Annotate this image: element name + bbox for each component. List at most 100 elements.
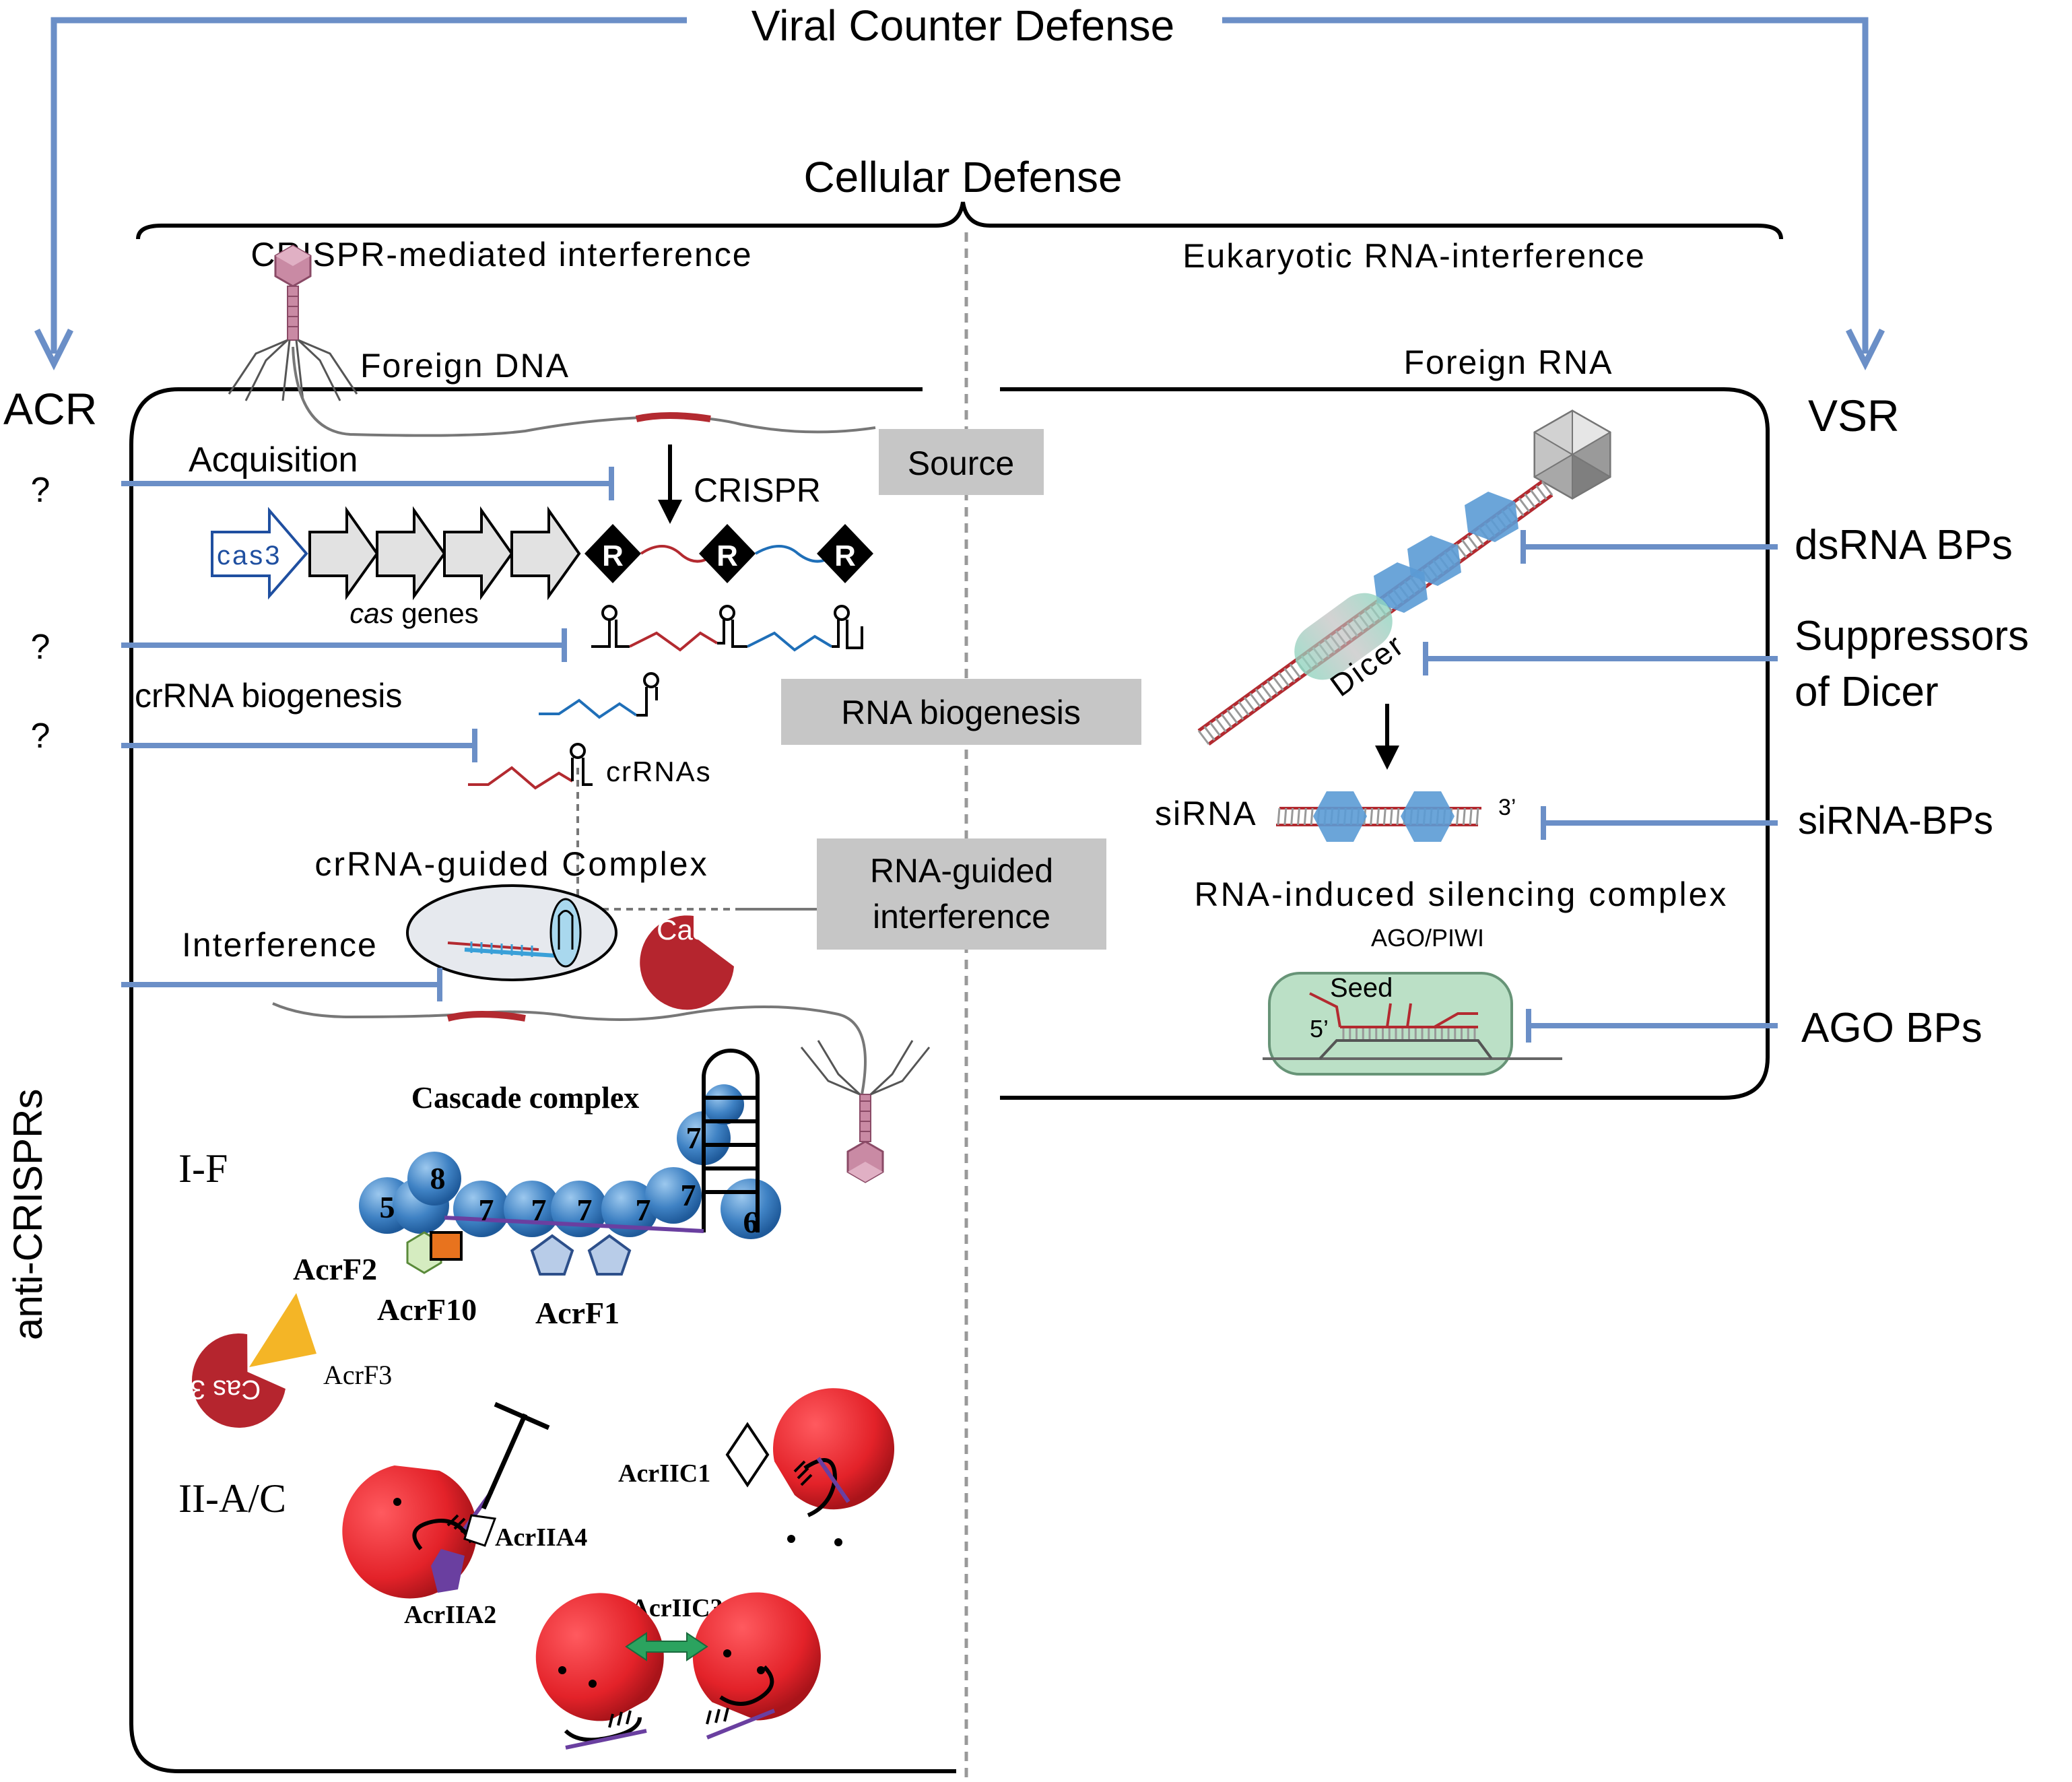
crrna-stem-loop [702, 1049, 760, 1232]
base-pair-tick [1209, 721, 1222, 737]
cas9-acriia4-complex [342, 1401, 550, 1599]
base-pair-tick [1283, 667, 1296, 683]
question-mark-transcription: ? [31, 628, 51, 667]
cascade-subunit [601, 1181, 658, 1237]
cas3-inverted-label: Cas 3 [191, 1375, 261, 1404]
dicer-enzyme [1294, 593, 1393, 680]
base-pair-tick [1376, 807, 1380, 826]
mature-crrna-blue [539, 672, 659, 719]
repeat-diamond [817, 524, 873, 583]
rna-guided-label-line2: interference [873, 898, 1050, 935]
acrf1-shape [530, 1234, 574, 1276]
repeat-letter: R [834, 539, 856, 572]
foreign-dna-strand [292, 346, 876, 437]
acrf1-label: AcrF1 [535, 1296, 620, 1330]
crispr-label: CRISPR [694, 471, 821, 509]
source-box [879, 429, 1044, 495]
cas-gene-arrow [308, 506, 379, 601]
base-pair-tick [1197, 730, 1210, 745]
cas3-protein-label: Cas 3 [657, 914, 731, 946]
base-pair-tick [1310, 807, 1314, 826]
cascade-subunit [704, 1084, 744, 1125]
acriia4-label: AcrIIA4 [495, 1523, 587, 1552]
acquisition-label: Acquisition [189, 440, 358, 480]
heading-crispr-interference: CRISPR-mediated interference [250, 236, 752, 273]
acrf2-label: AcrF2 [293, 1252, 377, 1286]
cas3-gene-arrow [211, 506, 308, 600]
base-pair-tick [1303, 807, 1307, 826]
dsrna-bp-shape [1374, 562, 1428, 613]
acriia2-label: AcrIIA2 [404, 1601, 496, 1629]
sirna-bp-shape [1313, 791, 1367, 842]
dsrna-bp-shape [1465, 492, 1518, 542]
base-pair-tick [1255, 688, 1267, 704]
bacterial-cell-outline [129, 387, 956, 1773]
inhibition-bar [494, 1401, 550, 1430]
base-pair-tick [1249, 692, 1261, 708]
rna-biogenesis-label: RNA biogenesis [841, 694, 1081, 731]
base-pair-tick [1272, 675, 1284, 691]
inhibition-line [481, 1413, 528, 1510]
foreign-dna-label: Foreign DNA [360, 347, 570, 385]
crrnas-label: crRNAs [606, 756, 712, 787]
target-dna-strand [272, 1002, 867, 1095]
rna-guided-interference-box [817, 838, 1106, 950]
vsr-arrowhead [1845, 328, 1885, 371]
base-pair-tick [1456, 807, 1459, 826]
subunit-label: 7 [686, 1121, 702, 1155]
cas3-protein: Cas 3 [640, 914, 734, 1010]
base-pair-tick [1297, 807, 1300, 826]
sirna-bp-shape [1401, 791, 1455, 842]
virus-icon [1533, 409, 1611, 500]
acriic3-arrow [625, 1632, 708, 1661]
risc-label: RNA-induced silencing complex [1195, 876, 1729, 913]
base-pair-tick [1232, 705, 1244, 720]
base-pair-tick [1277, 671, 1290, 687]
cas-gene-arrow [376, 506, 446, 601]
subunit-label: 7 [636, 1193, 651, 1227]
acriic1-shape [725, 1422, 770, 1488]
base-pair-tick [1277, 807, 1281, 826]
cas-gene-arrow [510, 506, 581, 601]
base-pair-tick [1382, 807, 1386, 826]
sirna-duplex [1276, 791, 1481, 842]
cas9-acriic1-complex [773, 1388, 895, 1546]
subunit-label: 7 [577, 1193, 593, 1227]
base-pair-tick [1461, 539, 1473, 554]
base-pair-tick [1389, 807, 1393, 826]
cascade-complex: 5 8 7 7 7 7 7 7 6 [359, 1049, 781, 1239]
rna-biogenesis-box [781, 679, 1141, 745]
subunit-label: 7 [479, 1193, 494, 1227]
cas-operon: cas3 [211, 506, 581, 601]
pre-crrna-transcript [591, 605, 863, 652]
base-pair-tick [1467, 535, 1479, 550]
base-pair-tick [1524, 493, 1536, 508]
cascade-complex-title: Cascade complex [411, 1080, 640, 1115]
repeat-letter: R [602, 539, 624, 572]
repeat-diamond [699, 524, 756, 583]
subunit-label: 8 [430, 1161, 446, 1195]
base-pair-tick [1529, 489, 1542, 504]
title-cellular-defense: Cellular Defense [803, 153, 1122, 201]
sirna-bps-label: siRNA-BPs [1798, 799, 1993, 843]
crrna-backbone [444, 1216, 704, 1233]
type-if-label: I-F [178, 1146, 228, 1191]
foreign-rna-label: Foreign RNA [1404, 343, 1613, 381]
acriia2-shape [431, 1549, 465, 1593]
base-pair-tick [1370, 807, 1374, 826]
phage-icon [228, 244, 358, 401]
spacer-red [640, 545, 716, 563]
cas-genes-label: cas genes [349, 597, 478, 629]
acrf3-label: AcrF3 [323, 1360, 392, 1390]
question-mark-acquisition: ? [31, 471, 51, 510]
subunit-label: 6 [743, 1205, 759, 1239]
ago-piwi-label: AGO/PIWI [1371, 924, 1484, 952]
base-pair-tick [1220, 713, 1233, 729]
base-pair-tick [1462, 807, 1466, 826]
cellular-defense-brace [136, 201, 1783, 240]
acr-arrowhead [34, 328, 74, 371]
sirna-label: siRNA [1155, 795, 1257, 832]
cas3-gene-label: cas3 [217, 541, 282, 570]
base-pair-tick [1469, 807, 1473, 826]
